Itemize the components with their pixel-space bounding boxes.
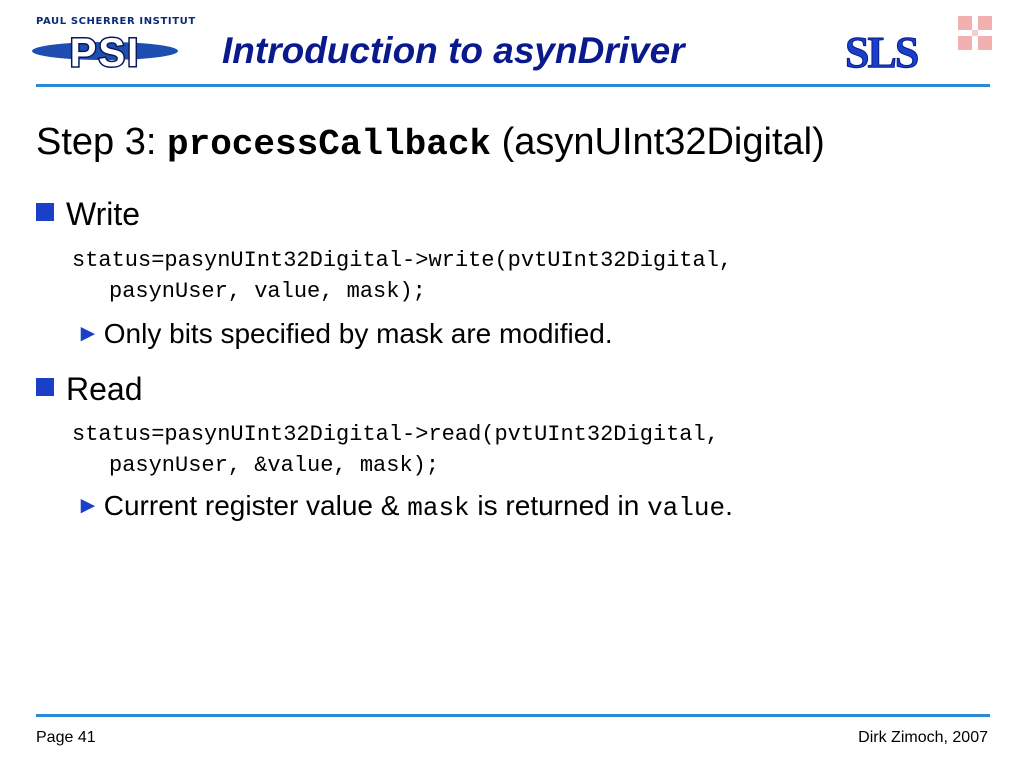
code-line: status=pasynUInt32Digital->write(pvtUInt… (72, 248, 733, 273)
code-line: status=pasynUInt32Digital->read(pvtUInt3… (72, 422, 719, 447)
page-number: Page 41 (36, 729, 96, 746)
inline-code-mask: mask (407, 493, 470, 523)
psi-logo-text: PSI (70, 31, 140, 72)
sub-bullet-text: . (725, 490, 733, 521)
cross-logo (958, 16, 992, 50)
square-bullet-icon (36, 203, 54, 221)
sub-bullet-write: ►Only bits specified by mask are modifie… (76, 318, 613, 350)
heading-prefix: Step 3: (36, 121, 167, 163)
bullet-label: Read (66, 371, 143, 407)
footer-rule (36, 714, 990, 717)
code-line: pasynUser, value, mask); (109, 279, 426, 304)
bullet-read: Read (36, 371, 143, 408)
section-heading: Step 3: processCallback (asynUInt32Digit… (36, 121, 825, 165)
sub-bullet-text: Current register value & (103, 490, 408, 521)
slide-title: Introduction to asynDriver (222, 30, 685, 71)
inline-code-value: value (647, 493, 726, 523)
sub-bullet-read: ►Current register value & mask is return… (76, 490, 733, 523)
bullet-label: Write (66, 196, 141, 232)
code-line: pasynUser, &value, mask); (109, 453, 440, 478)
sub-bullet-text: is returned in (469, 490, 648, 521)
triangle-bullet-icon: ► (76, 492, 100, 519)
psi-institute-name: PAUL SCHERRER INSTITUT (36, 16, 196, 27)
sls-logo-text: SLS (845, 34, 918, 72)
heading-suffix: (asynUInt32Digital) (491, 121, 825, 163)
square-bullet-icon (36, 378, 54, 396)
psi-logo: PSI (32, 30, 178, 72)
header-rule (36, 84, 990, 87)
bullet-write: Write (36, 196, 140, 233)
triangle-bullet-icon: ► (76, 320, 100, 347)
heading-code: processCallback (166, 124, 492, 165)
sls-logo: SLS (845, 34, 920, 72)
author-credit: Dirk Zimoch, 2007 (858, 729, 988, 746)
sub-bullet-text: Only bits specified by mask are modified… (103, 318, 613, 349)
